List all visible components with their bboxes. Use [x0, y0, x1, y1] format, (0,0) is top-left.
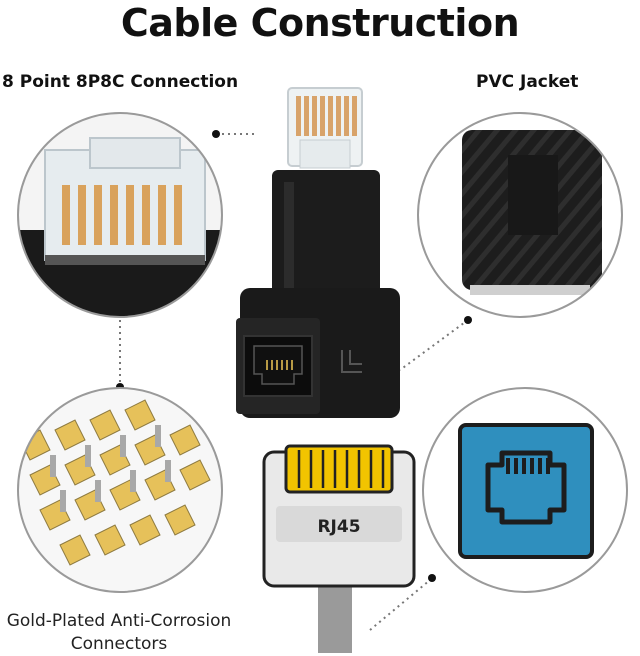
page-title: Cable Construction	[120, 1, 520, 45]
label-gold-plated-connectors: Gold-Plated Anti-Corrosion Connectors	[6, 611, 232, 654]
leader-dot	[464, 316, 472, 324]
leader-dot	[212, 130, 220, 138]
leader-dot	[428, 574, 436, 582]
rj45-text: RJ45	[317, 517, 360, 537]
right-angle-adapter	[236, 87, 400, 418]
circle-rj45-port-icon	[422, 387, 628, 593]
circle-plug-closeup	[17, 112, 223, 318]
leader-lines	[119, 133, 469, 631]
circle-gold-pins	[17, 387, 223, 593]
rj45-plug-illustration: RJ45	[262, 444, 416, 653]
logo-mark	[341, 350, 362, 373]
circle-pvc-jacket	[417, 112, 623, 318]
label-pvc-jacket: PVC Jacket	[476, 72, 579, 92]
label-8p8c-connection: 8 Point 8P8C Connection	[2, 72, 239, 92]
